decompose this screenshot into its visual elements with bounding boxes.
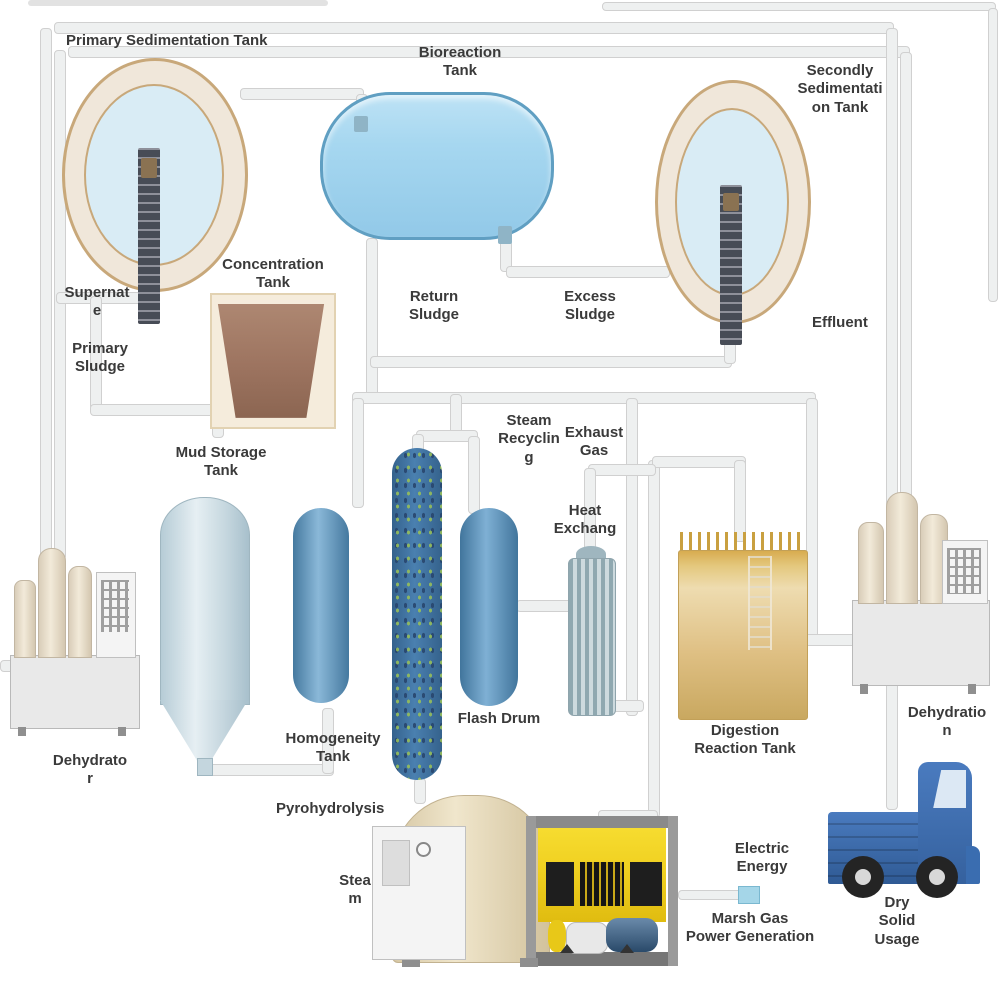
exhaust-gas-label: Exhaust Gas	[564, 424, 624, 460]
dehydrator-base	[10, 655, 140, 729]
flash-drum-label: Flash Drum	[457, 710, 541, 727]
generator-window	[630, 862, 662, 906]
dry-solid-usage-label: Dry Solid Usage	[874, 894, 920, 948]
bioreaction-tank	[320, 92, 554, 240]
electric-energy-label: Electric Energy	[734, 840, 790, 876]
primary-clarifier-column	[138, 148, 160, 324]
pyrohydrolysis-label: Pyrohydrolysis	[276, 800, 385, 817]
dehydration-foot	[968, 684, 976, 694]
pipe	[322, 708, 334, 774]
mud-storage-tank-cone	[160, 700, 248, 762]
pipe	[588, 464, 656, 476]
bioreaction-outlet-stub	[498, 226, 512, 244]
pipe	[352, 398, 364, 508]
dehydrator-cylinder	[38, 548, 66, 658]
generator-grille	[580, 862, 624, 906]
pipe	[988, 8, 998, 302]
generator-white-cylinder	[566, 922, 608, 954]
pipe	[90, 404, 222, 416]
dehydration-foot	[860, 684, 868, 694]
dehydrator-foot	[118, 727, 126, 736]
generator-foot	[620, 944, 634, 953]
secondly-sedimentation-tank-label: Secondly Sedimentati on Tank	[797, 62, 883, 116]
mud-storage-tank-body	[160, 497, 250, 705]
pipe	[40, 28, 52, 560]
pipe	[678, 890, 742, 900]
bioreaction-tank-label: Bioreaction Tank	[418, 44, 502, 80]
generator-foot	[560, 944, 574, 953]
excess-sludge-label: Excess Sludge	[564, 288, 616, 324]
pipe	[506, 266, 670, 278]
dehydration-cylinder	[858, 522, 884, 604]
dehydration-base	[852, 600, 990, 686]
pipe	[366, 238, 378, 398]
pipe	[516, 600, 572, 612]
primary-sludge-label: Primary Sludge	[72, 340, 128, 376]
return-sludge-label: Return Sludge	[408, 288, 459, 324]
steam-label: Stea m	[339, 872, 371, 908]
steam-boiler-foot	[520, 958, 538, 967]
digestion-reaction-tank-label: Digestion Reaction Tank	[694, 722, 796, 758]
electric-energy-connector	[738, 886, 760, 904]
secondly-clarifier-column	[720, 185, 742, 345]
supernate-label: Supernat e	[64, 284, 130, 320]
dehydrator-label: Dehydrato r	[52, 752, 128, 788]
dehydrator-cylinder	[14, 580, 36, 658]
pipe	[28, 0, 328, 6]
dehydrator-cylinder	[68, 566, 92, 658]
marsh-gas-power-generation-label: Marsh Gas Power Generation	[685, 910, 815, 946]
pipe	[886, 28, 898, 810]
truck-bumper	[966, 846, 980, 884]
pipe	[652, 456, 746, 468]
truck-front-hub	[929, 869, 945, 885]
effluent-label: Effluent	[812, 314, 868, 331]
heat-exchanger-label: Heat Exchang	[553, 502, 617, 538]
homogeneity-tank-label: Homogeneity Tank	[285, 730, 381, 766]
generator-yellow-disc	[548, 920, 566, 952]
generator-frame-top	[526, 816, 678, 828]
pipe	[626, 398, 638, 716]
steam-boiler-gauge	[416, 842, 431, 857]
truck-rear-hub	[855, 869, 871, 885]
primary-sedimentation-tank-label: Primary Sedimentation Tank	[66, 32, 268, 49]
pyrohydrolysis-column	[392, 448, 442, 780]
concentration-tank-sludge	[217, 303, 325, 418]
pipe	[468, 436, 480, 514]
digestion-tank-ladder	[748, 556, 772, 650]
homogeneity-tank	[293, 508, 349, 703]
pipe	[414, 778, 426, 804]
pipe	[370, 356, 732, 368]
dehydration-panel-controls	[947, 548, 981, 594]
generator-window	[546, 862, 574, 906]
dehydrator-foot	[18, 727, 26, 736]
flash-drum	[460, 508, 518, 706]
secondly-clarifier-column-cap	[723, 193, 739, 211]
digestion-reaction-tank	[678, 550, 808, 720]
bioreaction-inlet-stub	[354, 116, 368, 132]
steam-boiler-foot	[402, 958, 420, 967]
pipe	[602, 2, 996, 11]
generator-frame-left	[526, 816, 536, 966]
steam-recycling-label: Steam Recyclin g	[498, 412, 560, 466]
generator-frame-right	[668, 816, 678, 966]
digestion-tank-spikes	[680, 532, 804, 552]
dehydrator-panel-controls	[101, 580, 129, 632]
mud-storage-tank-label: Mud Storage Tank	[175, 444, 267, 480]
generator-blue-cylinder	[606, 918, 658, 952]
generator-frame-bottom	[526, 952, 678, 966]
pipe	[648, 460, 660, 818]
pipe	[734, 460, 746, 542]
pipe	[240, 88, 364, 100]
heat-exchanger-body	[568, 558, 616, 716]
primary-clarifier-column-cap	[141, 158, 157, 178]
pipe	[352, 392, 816, 404]
mud-storage-tank-spout	[197, 758, 213, 776]
dehydration-label: Dehydratio n	[907, 704, 987, 740]
dehydration-cylinder	[886, 492, 918, 604]
steam-boiler-door	[382, 840, 410, 886]
concentration-tank-label: Concentration Tank	[222, 256, 324, 292]
pipe	[802, 634, 858, 646]
